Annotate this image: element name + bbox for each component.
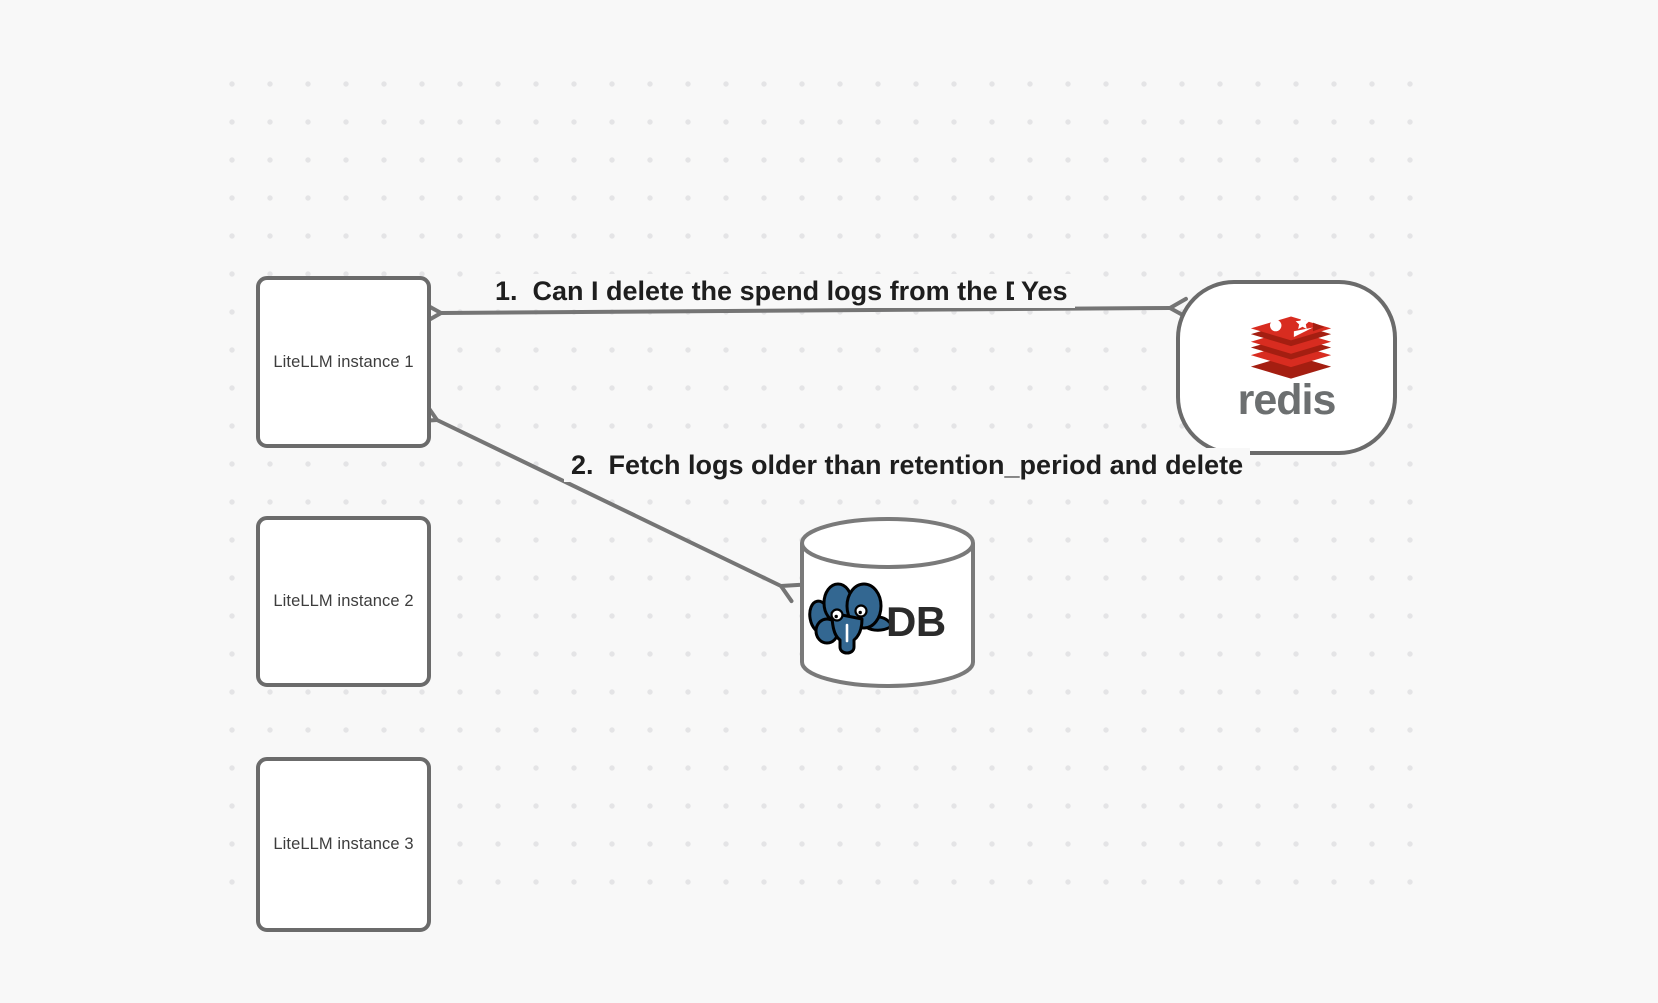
node-litellm-instance-1: LiteLLM instance 1 — [256, 276, 431, 448]
node-label: LiteLLM instance 2 — [273, 592, 414, 610]
annotation-step1-answer: Yes — [1014, 274, 1075, 308]
node-database: DB — [800, 517, 975, 688]
node-label: LiteLLM instance 3 — [273, 835, 414, 853]
node-label: LiteLLM instance 1 — [273, 352, 414, 371]
postgres-elephant-icon — [808, 582, 894, 655]
redis-wordmark: redis — [1237, 376, 1337, 424]
db-label: DB — [886, 598, 946, 645]
annotation-step1-question: 1. Can I delete the spend logs from the … — [488, 274, 1052, 308]
redis-logo-icon — [1250, 316, 1332, 379]
node-litellm-instance-3: LiteLLM instance 3 — [256, 757, 431, 932]
node-redis: redis — [1176, 280, 1397, 455]
node-litellm-instance-2: LiteLLM instance 2 — [256, 516, 431, 687]
annotation-step2-action: 2. Fetch logs older than retention_perio… — [564, 448, 1251, 482]
